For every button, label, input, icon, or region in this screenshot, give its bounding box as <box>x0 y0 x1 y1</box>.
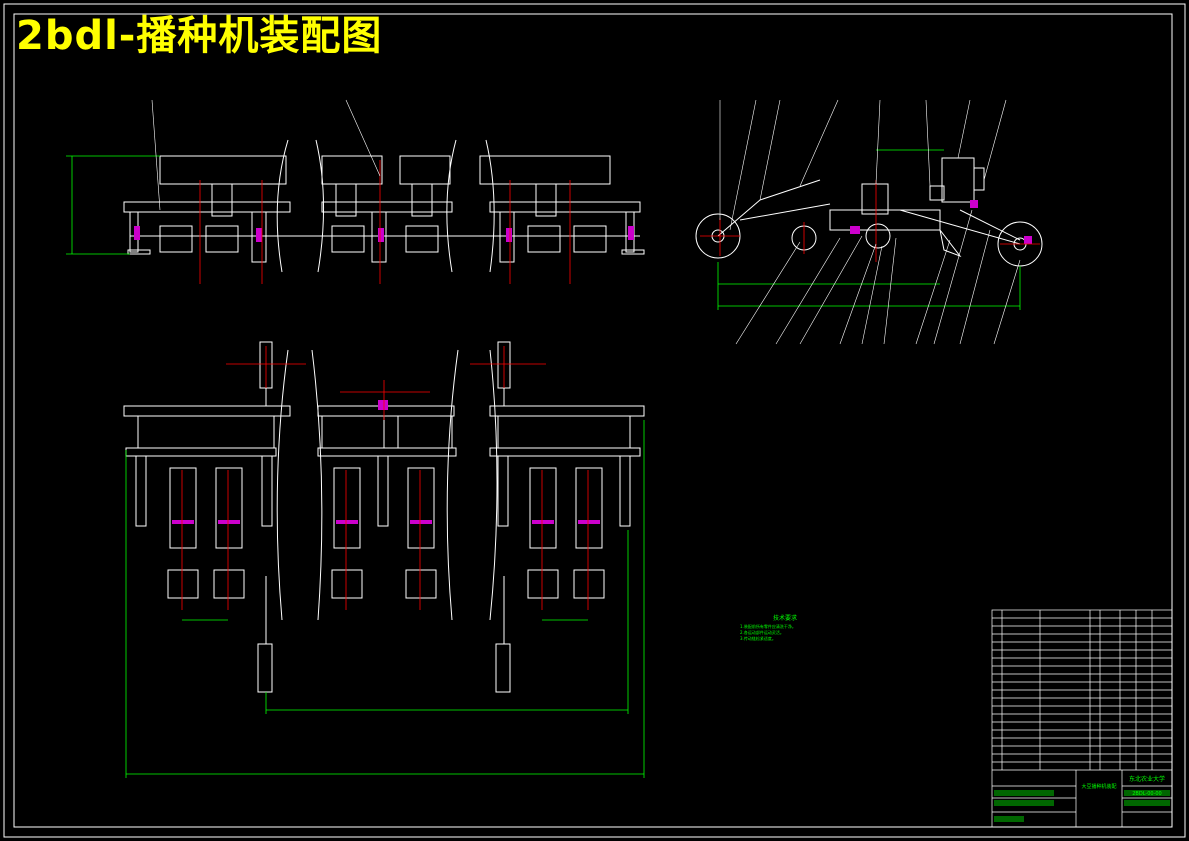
notes-heading: 技术要求 <box>772 615 797 622</box>
side-view-parts <box>850 200 1032 244</box>
front-view-dimensions <box>66 155 160 255</box>
top-view-centerlines <box>181 346 589 610</box>
front-view-leaders <box>151 99 381 211</box>
title-block <box>991 609 1173 828</box>
front-view-centerlines <box>199 160 571 284</box>
top-view-dimensions <box>125 420 645 778</box>
drawing-title: 2bdl-播种机装配图 <box>16 13 383 59</box>
inner-border <box>13 13 1173 828</box>
side-view <box>695 157 1043 267</box>
front-view <box>123 139 645 273</box>
drawing-name: 大豆播种机装配 <box>1081 783 1116 790</box>
side-view-dimensions <box>717 149 1021 310</box>
notes-line: 3.传动链松紧适度。 <box>740 636 776 641</box>
top-view <box>123 341 645 693</box>
top-view-parts <box>172 400 600 524</box>
front-view-parts <box>134 226 634 242</box>
notes-line: 1.装配前所有零件应清洗干净。 <box>740 624 796 629</box>
side-view-centerlines <box>700 180 1040 262</box>
technical-notes: 技术要求 1.装配前所有零件应清洗干净。 2.各运动部件运动灵活。 3.传动链松… <box>740 616 830 642</box>
title-block-fill <box>994 790 1170 822</box>
outer-border <box>3 3 1186 838</box>
drawing-number: 2BDL-00-00 <box>1132 791 1162 797</box>
school-name: 东北农业大学 <box>1129 775 1165 783</box>
notes-line: 2.各运动部件运动灵活。 <box>740 630 784 635</box>
side-view-leaders <box>719 99 1021 345</box>
